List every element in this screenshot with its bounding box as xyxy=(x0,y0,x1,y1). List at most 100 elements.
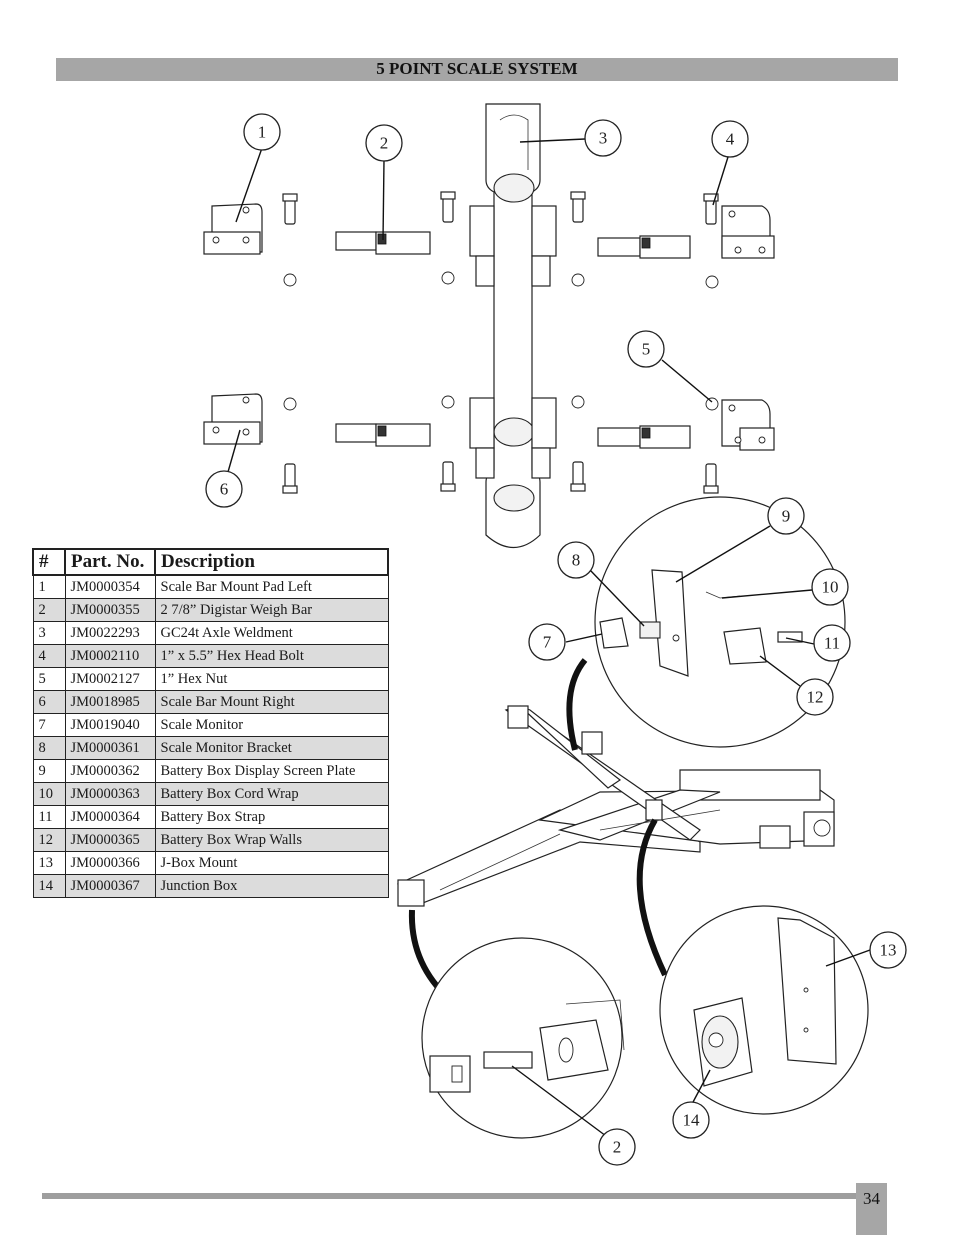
table-header-row: # Part. No. Description xyxy=(32,548,389,576)
detail-circle-monitor xyxy=(594,496,846,748)
header-part-no: Part. No. xyxy=(64,548,156,576)
row-description: 1” Hex Nut xyxy=(154,667,389,691)
row-description: 2 7/8” Digistar Weigh Bar xyxy=(154,598,389,622)
callout-10: 10 xyxy=(811,568,849,606)
page-title: 5 POINT SCALE SYSTEM xyxy=(56,58,898,81)
svg-text:14: 14 xyxy=(683,1111,701,1130)
row-description: Scale Bar Mount Right xyxy=(154,690,389,714)
row-description: Scale Monitor xyxy=(154,713,389,737)
hex-bolts xyxy=(282,191,719,494)
weigh-bars xyxy=(335,231,691,449)
svg-text:1: 1 xyxy=(258,123,267,142)
row-part-no: JM0000355 xyxy=(64,598,156,622)
axle-weldment xyxy=(469,103,557,548)
row-num: 10 xyxy=(32,782,66,806)
row-part-no: JM0000363 xyxy=(64,782,156,806)
svg-text:6: 6 xyxy=(220,480,229,499)
row-num: 14 xyxy=(32,874,66,898)
detail-circle-junction-box xyxy=(659,905,869,1115)
svg-text:9: 9 xyxy=(782,507,791,526)
leader-lines xyxy=(227,138,871,1137)
row-num: 4 xyxy=(32,644,66,668)
callout-1: 1 xyxy=(243,113,281,151)
row-description: Battery Box Display Screen Plate xyxy=(154,759,389,783)
row-description: Junction Box xyxy=(154,874,389,898)
header-num: # xyxy=(32,548,66,576)
row-description: Battery Box Strap xyxy=(154,805,389,829)
row-description: J-Box Mount xyxy=(154,851,389,875)
row-description: Scale Bar Mount Pad Left xyxy=(154,574,389,599)
row-num: 3 xyxy=(32,621,66,645)
svg-text:10: 10 xyxy=(822,578,839,597)
footer-rule xyxy=(42,1193,858,1199)
row-num: 9 xyxy=(32,759,66,783)
row-part-no: JM0022293 xyxy=(64,621,156,645)
row-part-no: JM0002127 xyxy=(64,667,156,691)
mount-pad-right-top xyxy=(721,205,775,259)
callout-7: 7 xyxy=(528,623,566,661)
mount-pad-left-top xyxy=(203,203,263,255)
row-part-no: JM0019040 xyxy=(64,713,156,737)
callout-13: 13 xyxy=(869,931,907,969)
row-part-no: JM0018985 xyxy=(64,690,156,714)
svg-text:7: 7 xyxy=(543,633,552,652)
row-num: 5 xyxy=(32,667,66,691)
row-part-no: JM0000364 xyxy=(64,805,156,829)
svg-text:3: 3 xyxy=(599,129,608,148)
callout-8: 8 xyxy=(557,541,595,579)
detail-circle-weigh-bar xyxy=(421,937,625,1139)
callout-2: 2 xyxy=(365,124,403,162)
row-num: 1 xyxy=(32,574,66,599)
callout-3: 3 xyxy=(584,119,622,157)
row-num: 8 xyxy=(32,736,66,760)
svg-text:2: 2 xyxy=(613,1138,622,1157)
mount-pad-right-bottom xyxy=(721,399,775,451)
hex-nuts xyxy=(283,271,719,411)
svg-text:13: 13 xyxy=(880,941,897,960)
row-num: 7 xyxy=(32,713,66,737)
callout-14: 14 xyxy=(672,1101,710,1139)
row-description: GC24t Axle Weldment xyxy=(154,621,389,645)
row-part-no: JM0000361 xyxy=(64,736,156,760)
callout-12: 12 xyxy=(796,678,834,716)
row-description: 1” x 5.5” Hex Head Bolt xyxy=(154,644,389,668)
svg-text:4: 4 xyxy=(726,130,735,149)
row-part-no: JM0000367 xyxy=(64,874,156,898)
svg-text:12: 12 xyxy=(807,688,824,707)
row-description: Battery Box Cord Wrap xyxy=(154,782,389,806)
row-num: 6 xyxy=(32,690,66,714)
svg-text:8: 8 xyxy=(572,551,581,570)
callout-5: 5 xyxy=(627,330,665,368)
svg-text:11: 11 xyxy=(824,634,840,653)
row-description: Battery Box Wrap Walls xyxy=(154,828,389,852)
svg-text:2: 2 xyxy=(380,134,389,153)
row-part-no: JM0002110 xyxy=(64,644,156,668)
row-num: 11 xyxy=(32,805,66,829)
callout-2-detail: 2 xyxy=(598,1128,636,1166)
row-part-no: JM0000362 xyxy=(64,759,156,783)
row-num: 12 xyxy=(32,828,66,852)
page-number: 34 xyxy=(856,1183,887,1235)
row-part-no: JM0000366 xyxy=(64,851,156,875)
callout-4: 4 xyxy=(711,120,749,158)
callout-6: 6 xyxy=(205,470,243,508)
svg-text:5: 5 xyxy=(642,340,651,359)
callout-9: 9 xyxy=(767,497,805,535)
header-description: Description xyxy=(154,548,389,576)
mount-pad-left-bottom xyxy=(203,393,263,445)
